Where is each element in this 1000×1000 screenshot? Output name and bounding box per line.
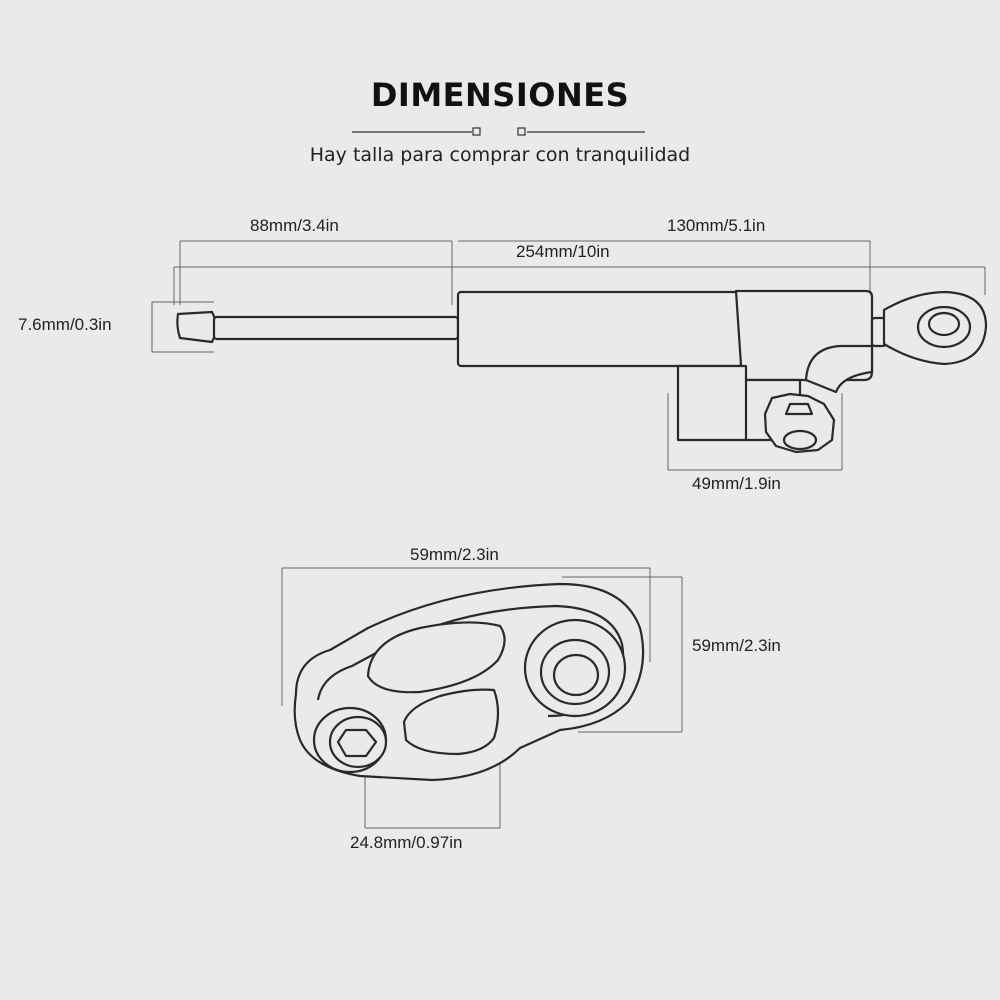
clamp-width-label: 59mm/2.3in: [410, 545, 499, 564]
rod-end-cap: [176, 310, 218, 344]
title-divider: [352, 127, 645, 136]
clamp-dimension-lines: [281, 567, 683, 829]
damper-dimension-lines: [151, 240, 986, 471]
clamp-round-boss: [523, 618, 627, 718]
damper-rod: [212, 315, 460, 341]
damper-cylinder: [456, 290, 744, 368]
adjuster-knob: [763, 392, 836, 454]
clamp-slot: [402, 688, 500, 756]
mounting-clamp: [293, 582, 645, 782]
eyelet: [882, 290, 988, 366]
mount-width-label: 49mm/1.9in: [692, 474, 781, 493]
steering-damper: [176, 289, 988, 454]
clamp-height-label: 59mm/2.3in: [692, 636, 781, 655]
clamp-hole-label: 24.8mm/0.97in: [350, 833, 463, 852]
damper-elbow: [804, 344, 874, 394]
clamp-bore: [366, 621, 506, 694]
total-length-label: 254mm/10in: [516, 242, 610, 261]
rod-length-label: 88mm/3.4in: [250, 216, 339, 235]
rod-diameter-label: 7.6mm/0.3in: [18, 315, 112, 334]
body-length-label: 130mm/5.1in: [667, 216, 766, 235]
page-subtitle: Hay talla para comprar con tranquilidad: [309, 144, 691, 166]
hex-bolt: [336, 728, 378, 758]
page-title: DIMENSIONES: [370, 76, 630, 114]
